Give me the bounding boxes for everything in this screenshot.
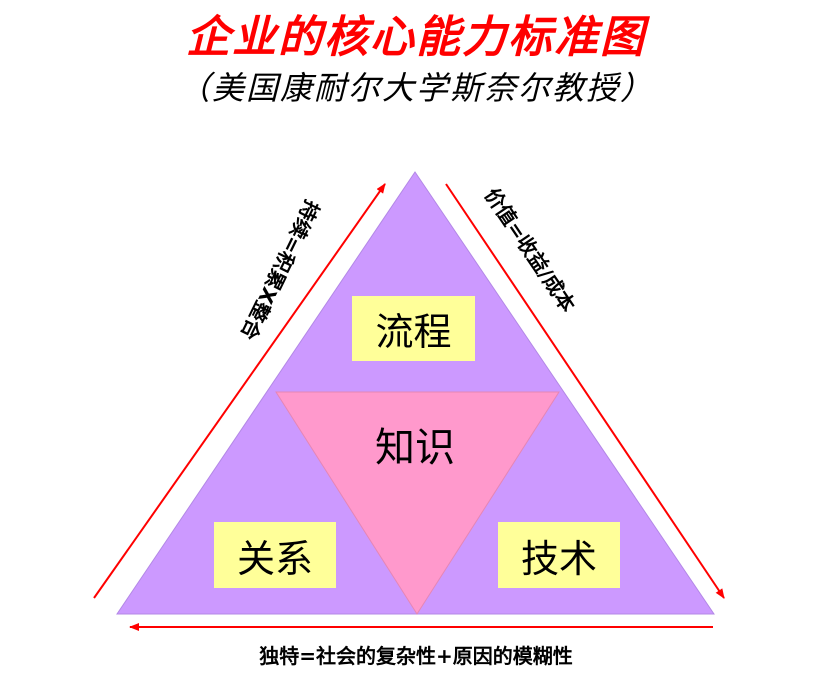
inner-triangle (275, 391, 560, 615)
technology-box: 技术 (498, 522, 620, 588)
knowledge-label: 知识 (375, 425, 455, 471)
relationship-box: 关系 (214, 522, 336, 588)
bottom-formula: 独特=社会的复杂性+原因的模糊性 (259, 644, 573, 668)
right-side-arrow (445, 183, 725, 599)
diagram-subtitle: （美国康耐尔大学斯奈尔教授） (177, 69, 654, 107)
diagram-title: 企业的核心能力标准图 (186, 12, 646, 63)
left-side-arrow (93, 183, 386, 599)
process-box: 流程 (352, 296, 475, 361)
